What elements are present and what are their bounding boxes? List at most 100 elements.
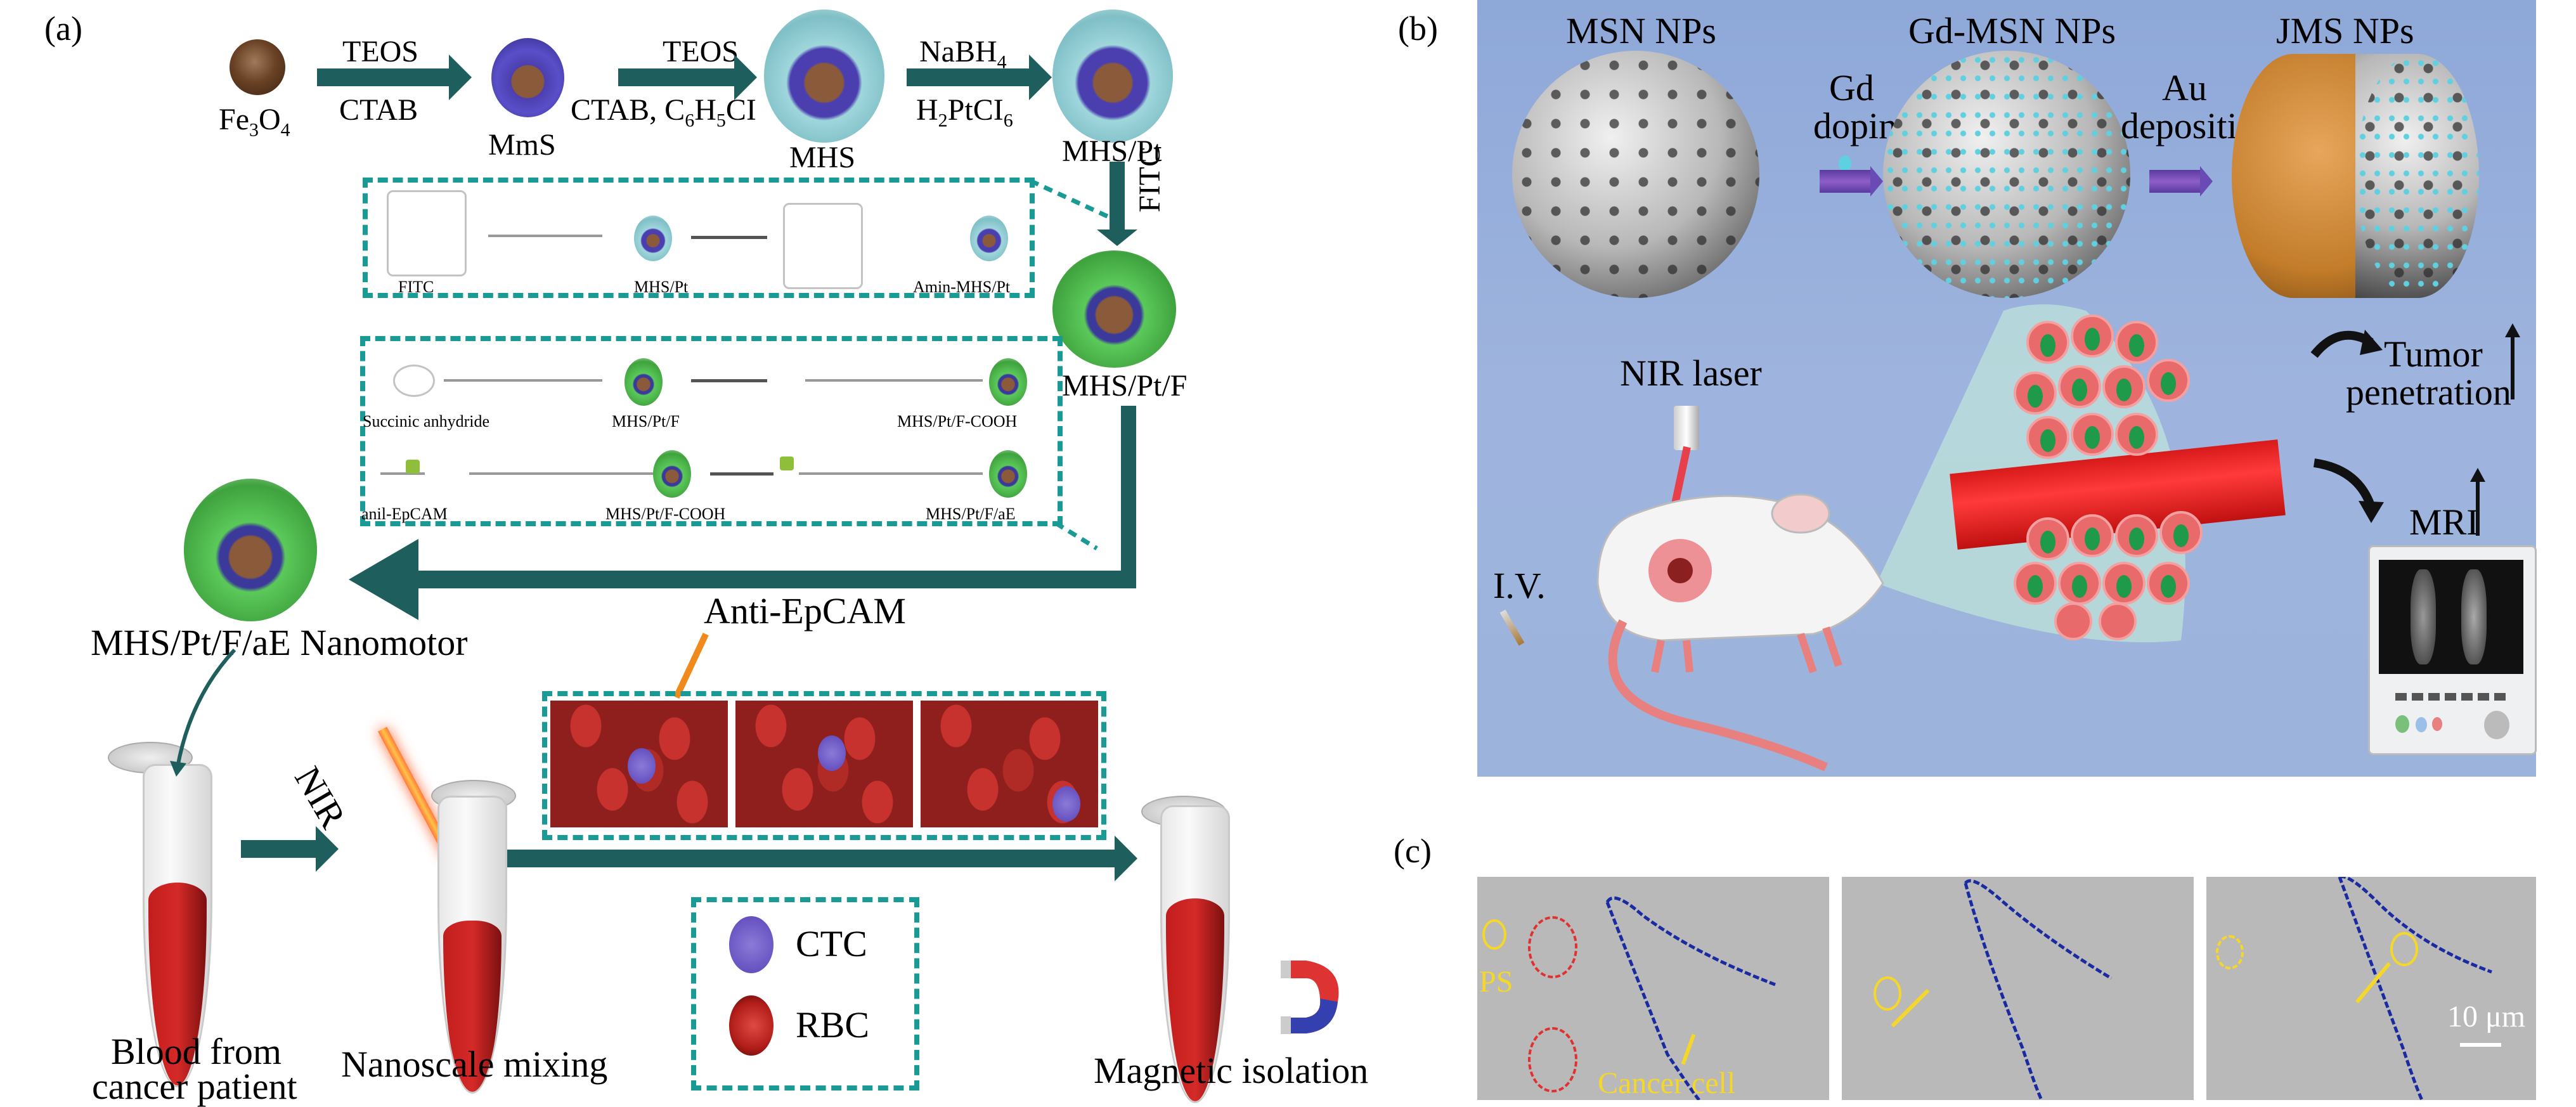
reaction-box-carboxyl [360,336,1063,526]
row1-mhs-pt-f [625,358,663,406]
reaction-box-fitc [363,178,1035,298]
msn-label: MSN NPs [1566,10,1716,51]
step1-reagent-bottom: CTAB [339,93,418,127]
step1-reagent-top: TEOS [342,35,418,68]
reaction1-mhs-pt-particle [634,216,672,261]
jms-label: JMS NPs [2276,10,2414,51]
tumor-up-arrow [2511,330,2515,399]
mri-scanner [2368,545,2537,755]
laser-device [1674,406,1699,450]
cancer-cell-label: Cancer cell [1598,1066,1736,1100]
mri-up-arrowhead [2470,468,2485,482]
blood-label-line1: Blood from [111,1031,282,1072]
nanomotor-addition-arrow [170,648,236,777]
mhs-pt-label: MHS/Pt [1062,134,1162,168]
ctc-cell-1 [628,748,656,784]
anti-epcam-pointer [673,633,709,699]
tumor-curved-arrow [2310,330,2383,358]
mri-up-arrow [2476,476,2480,536]
mri-dial [2484,711,2509,739]
nir-label: NIR [287,760,354,836]
fitc-arrow-head [1097,230,1137,246]
jms-silica-half [2355,54,2479,298]
reaction1-label-mhs-pt: MHS/Pt [634,278,689,296]
ps-marker-2 [1874,976,1901,1011]
row2-product-linker [799,472,983,475]
ps-marker-3 [2390,932,2418,966]
microscopy-frame-3 [2206,877,2536,1100]
gd-msn-sphere [1883,51,2130,298]
fe3o4-particle [230,39,285,95]
mouse-illustration [1596,493,1884,772]
mhs-pt-particle [1052,10,1173,143]
au-deposition-arrow [2149,166,2213,197]
nir-laser-label: NIR laser [1620,353,1762,394]
panel-label-b: (b) [1398,10,1438,48]
row1-linker [444,379,602,382]
tumor-cells [2014,314,2203,640]
blood-label-line2: cancer patient [92,1066,297,1107]
mms-particle [491,38,564,117]
row2-cooh-particle [653,450,691,498]
step2-arrow [618,55,757,100]
mri-button-blue [2416,717,2427,732]
mri-scan-image-1 [2411,569,2436,664]
gd-doping-arrow [1820,166,1883,197]
reaction1-label-amin: Amin-MHS/Pt [913,278,1011,296]
scale-bar-label: 10 μm [2447,1000,2526,1033]
cancer-cell-outlines [1605,877,2492,1100]
panel-label-c: (c) [1394,832,1432,870]
row2-ae-particle [989,450,1027,498]
nanomotor-particle [184,479,317,621]
epcam-antibody-icon [406,460,420,474]
au-deposition-line1: Au [2162,67,2207,108]
magnet-icon [1281,961,1339,1034]
mixing-label: Nanoscale mixing [341,1044,608,1085]
reaction1-label-fitc: FITC [398,278,434,296]
mri-button-red [2432,717,2442,731]
reaction3-label-ae: MHS/Pt/F/aE [926,505,1016,523]
legend-rbc-icon [729,995,773,1056]
gd-msn-label: Gd-MSN NPs [1908,10,2116,51]
amin-structure [783,203,863,289]
fitc-structure [387,190,467,276]
step3-arrow [907,55,1052,100]
reaction2-arrow [691,379,767,382]
ps-origin-3 [2216,935,2244,969]
tumor-penetration-line2: penetration [2346,372,2511,413]
reaction2-label-succinic: Succinic anhydride [363,412,489,430]
tumor-penetration-line1: Tumor [2384,333,2483,375]
succinic-structure [393,365,435,397]
isolation-label: Magnetic isolation [1094,1050,1369,1091]
gd-ion-icon [1839,155,1851,172]
mri-keys [2395,693,2509,701]
row2-linker [469,472,653,475]
isolation-tube [1160,805,1230,1103]
mhs-particle [764,10,884,143]
mhs-pt-f-label: MHS/Pt/F [1062,369,1188,403]
mri-scan-image-2 [2461,569,2487,664]
legend-rbc-label: RBC [796,1004,870,1046]
reaction3-arrow [710,472,773,476]
ps-marker-1 [1482,919,1506,950]
reaction3-label-cooh: MHS/Pt/F-COOH [605,505,726,523]
step3-reagent-top: NaBH4 [919,35,1007,73]
mri-label: MRI [2409,502,2479,543]
anil-epcam-structure [380,472,425,475]
rbc-frame-3 [921,701,1098,827]
row1-cooh-particle [989,358,1027,406]
ctc-cell-2 [818,735,846,771]
reaction-box-connector [1029,178,1114,221]
step3-reagent-bottom: H2PtCI6 [916,93,1013,131]
iv-label: I.V. [1493,565,1546,606]
mri-screen [2379,560,2523,674]
fe3o4-label: Fe3O4 [219,103,290,141]
reaction-box2-connector [1054,521,1098,550]
fitc-arrow [1110,162,1125,231]
to-isolation-arrow [507,836,1137,881]
ps-label: PS [1479,965,1513,999]
gd-doping-line1: Gd [1829,67,1874,108]
nanomotor-label: MHS/Pt/F/aE Nanomotor [91,622,468,663]
product-antibody-icon [780,456,794,470]
mhs-pt-f-particle [1052,250,1176,368]
